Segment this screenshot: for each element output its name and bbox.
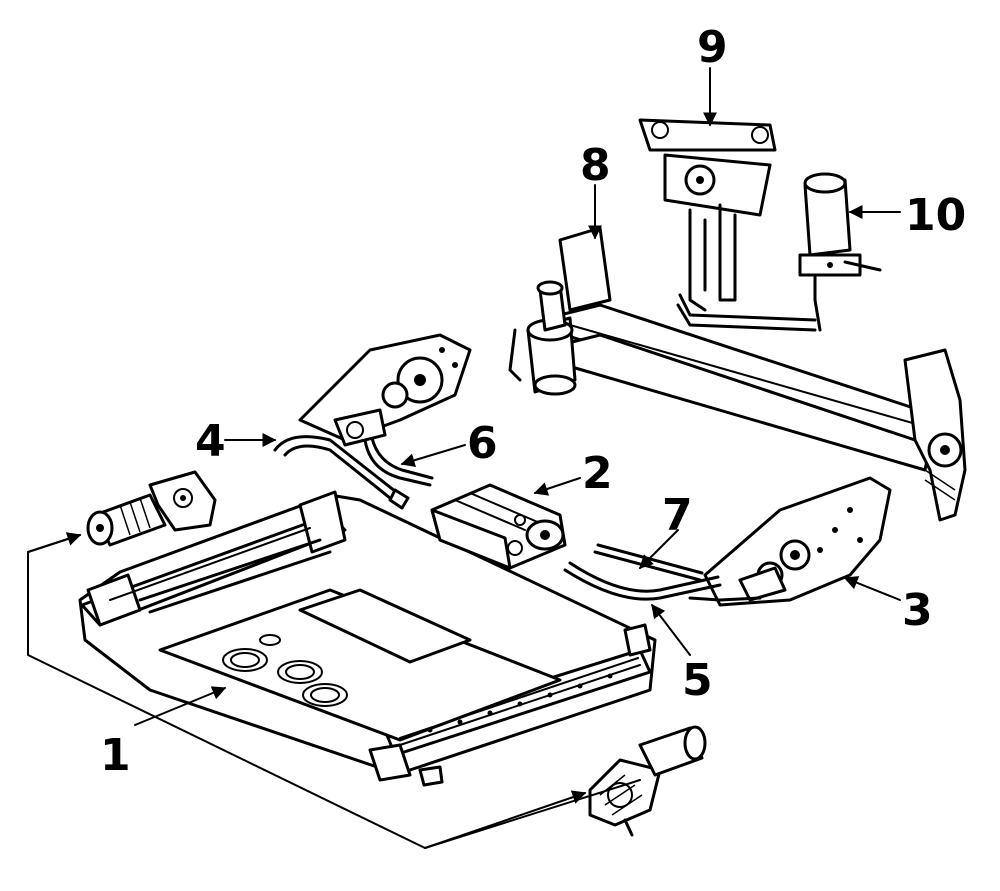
- cable-6: [363, 436, 434, 487]
- solenoid-8: [508, 226, 612, 396]
- callout-8: 8: [580, 140, 611, 191]
- mounting-bracket-9: [638, 118, 817, 332]
- recliner-gearbox-left: [298, 333, 472, 447]
- recliner-gearbox-right: [703, 476, 892, 607]
- motor-10: [798, 172, 882, 332]
- seat-track-frame: [78, 490, 657, 787]
- callout-9: 9: [697, 22, 728, 73]
- seat-motor-lower: [588, 725, 707, 837]
- upper-track-assembly: [558, 303, 967, 522]
- callout-1: 1: [100, 730, 131, 781]
- cable-4: [273, 435, 410, 510]
- cable-7: [593, 543, 704, 582]
- callout-6: 6: [467, 418, 498, 469]
- callout-10: 10: [905, 190, 966, 241]
- callout-3: 3: [902, 585, 933, 636]
- leader-lines: [134, 67, 901, 726]
- callout-5: 5: [682, 655, 713, 706]
- callout-7: 7: [662, 490, 693, 541]
- callout-4: 4: [195, 416, 226, 467]
- cable-5: [563, 561, 722, 601]
- seat-motor-upper: [86, 470, 217, 547]
- transmission-unit: [430, 483, 567, 570]
- callout-2: 2: [582, 448, 613, 499]
